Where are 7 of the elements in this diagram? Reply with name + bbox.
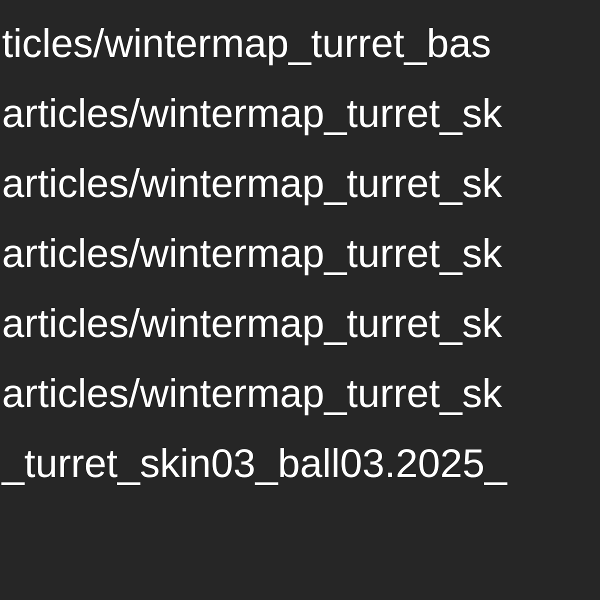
file-path-text: _turret_skin03_ball03.2025_: [2, 441, 507, 488]
file-path-text: ticles/wintermap_turret_bas: [2, 21, 492, 68]
file-path-text: articles/wintermap_turret_sk: [2, 91, 502, 138]
file-path-text: articles/wintermap_turret_sk: [2, 301, 502, 348]
file-path-text: articles/wintermap_turret_sk: [2, 231, 502, 278]
file-path-text: articles/wintermap_turret_sk: [2, 161, 502, 208]
file-path-text: articles/wintermap_turret_sk: [2, 371, 502, 418]
